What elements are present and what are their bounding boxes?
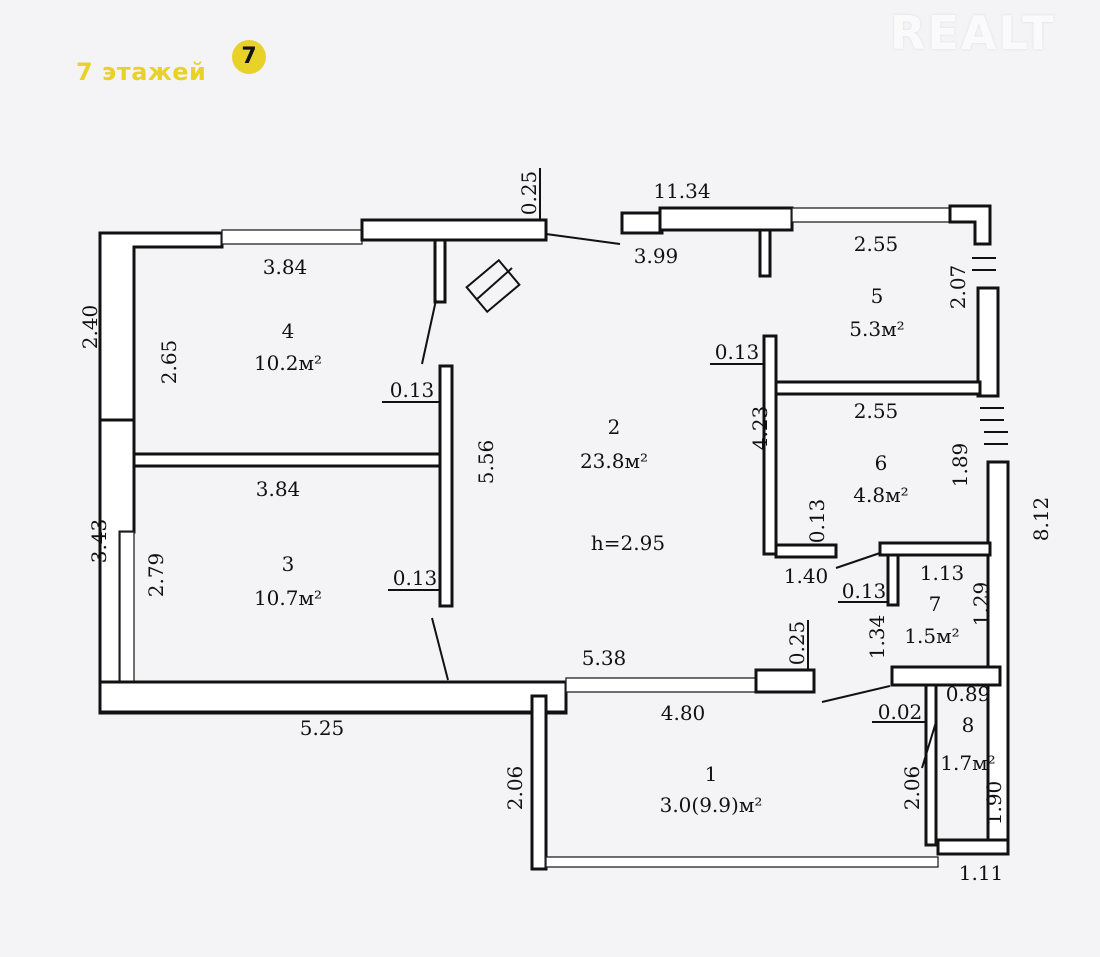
- dim-5-38: 5.38: [582, 646, 627, 670]
- room-1-area: 3.0(9.9)м²: [660, 793, 763, 817]
- room-6-number: 6: [875, 451, 888, 475]
- door-line-r8: [821, 685, 891, 703]
- room-8-area: 1.7м²: [940, 751, 995, 775]
- partition-r5-stub: [758, 228, 772, 278]
- wall-top-right-corner: [948, 204, 992, 246]
- partition-r4-r3: [132, 452, 446, 468]
- realt-watermark: REALT: [890, 6, 1056, 60]
- dim-mid-0-13: 0.13: [715, 340, 760, 364]
- wall-loggia-corner: [936, 838, 1010, 856]
- dim-r6-2-55: 2.55: [854, 399, 899, 423]
- dim-bottom-0-25: 0.25: [785, 621, 809, 666]
- room-4-number: 4: [282, 319, 295, 343]
- room-3-number: 3: [282, 552, 295, 576]
- partition-r5-r6: [768, 380, 982, 396]
- window-top-left: [221, 229, 363, 245]
- dim-r7-1-13: 1.13: [920, 561, 965, 585]
- dim-3-43: 3.43: [87, 519, 111, 564]
- door-line-r6: [835, 552, 881, 569]
- dim-r3-3-84: 3.84: [256, 477, 301, 501]
- room-7-number: 7: [929, 592, 942, 616]
- ceiling-height: h=2.95: [591, 531, 665, 555]
- wall-right-upper: [976, 286, 1000, 398]
- room-1-number: 1: [705, 762, 718, 786]
- wall-bottom-main: [98, 680, 568, 714]
- floors-logo-icon: 7: [232, 40, 266, 74]
- dim-r3-2-79: 2.79: [144, 553, 168, 598]
- dim-5-56: 5.56: [474, 440, 498, 485]
- wall-top-right-stub: [620, 211, 664, 235]
- dim-4-80: 4.80: [661, 701, 706, 725]
- room-5-area: 5.3м²: [849, 317, 904, 341]
- window-bottom: [565, 677, 757, 693]
- door-line-r3: [431, 617, 449, 681]
- dim-5-25: 5.25: [300, 716, 345, 740]
- dim-r8-1-90: 1.90: [982, 781, 1006, 826]
- dim-r8-2-06: 2.06: [900, 766, 924, 811]
- window-loggia-bottom: [545, 856, 939, 868]
- wall-r7-bottom: [890, 665, 1002, 687]
- dim-4-23: 4.23: [748, 406, 772, 451]
- room-2-area: 23.8м²: [580, 449, 648, 473]
- partition-vertical-left: [438, 364, 454, 608]
- dim-r1-2-06: 2.06: [503, 766, 527, 811]
- door-line-r4: [421, 299, 437, 365]
- dim-r7-1-29: 1.29: [969, 582, 993, 627]
- dim-r6-1-89: 1.89: [948, 443, 972, 488]
- wall-top-left-corner: [98, 231, 224, 422]
- partition-r7-left: [886, 553, 900, 607]
- partition-r6-r7: [878, 541, 992, 557]
- floors-badge: 7 этажей: [76, 58, 207, 86]
- room-7-area: 1.5м²: [904, 624, 959, 648]
- room-2-number: 2: [608, 415, 621, 439]
- dim-3-99: 3.99: [634, 244, 679, 268]
- room-3-area: 10.7м²: [254, 586, 322, 610]
- wall-top-right: [658, 206, 794, 232]
- dim-top-3-84: 3.84: [263, 255, 308, 279]
- dim-0-13-b: 0.13: [393, 566, 438, 590]
- partition-r6-bottom: [774, 543, 838, 559]
- dim-r8-0-89: 0.89: [946, 682, 991, 706]
- dim-11-34: 11.34: [653, 179, 710, 203]
- room-4-area: 10.2м²: [254, 351, 322, 375]
- dim-top-2-55: 2.55: [854, 232, 899, 256]
- window-top-right: [791, 207, 951, 223]
- dim-1-11: 1.11: [959, 861, 1004, 885]
- wall-r8-left: [924, 683, 938, 847]
- partition-vertical-mid: [762, 334, 778, 556]
- wall-top-mid: [360, 218, 548, 242]
- room-8-number: 8: [962, 713, 975, 737]
- window-left: [119, 531, 135, 691]
- dim-r6-1-40: 1.40: [784, 564, 829, 588]
- stove-icon: [465, 258, 521, 314]
- dim-r8-0-02: 0.02: [878, 700, 923, 724]
- dim-r4-2-65: 2.65: [157, 340, 181, 385]
- dim-r7-1-34: 1.34: [865, 615, 889, 660]
- door-line-r8b: [921, 721, 937, 769]
- room-5-number: 5: [871, 284, 884, 308]
- room-6-area: 4.8м²: [853, 483, 908, 507]
- dim-8-12: 8.12: [1029, 497, 1053, 542]
- partition-vertical-left-top: [433, 238, 447, 304]
- door-line-entry: [545, 233, 621, 245]
- wall-loggia-left: [530, 694, 548, 871]
- dim-2-40: 2.40: [78, 305, 102, 350]
- dim-r6-0-13: 0.13: [805, 499, 829, 544]
- dim-2-07: 2.07: [946, 265, 970, 310]
- dim-r7-0-13: 0.13: [842, 579, 887, 603]
- dim-0-13-a: 0.13: [390, 378, 435, 402]
- dim-top-0-25: 0.25: [517, 171, 541, 216]
- wall-bottom-stub: [754, 668, 816, 694]
